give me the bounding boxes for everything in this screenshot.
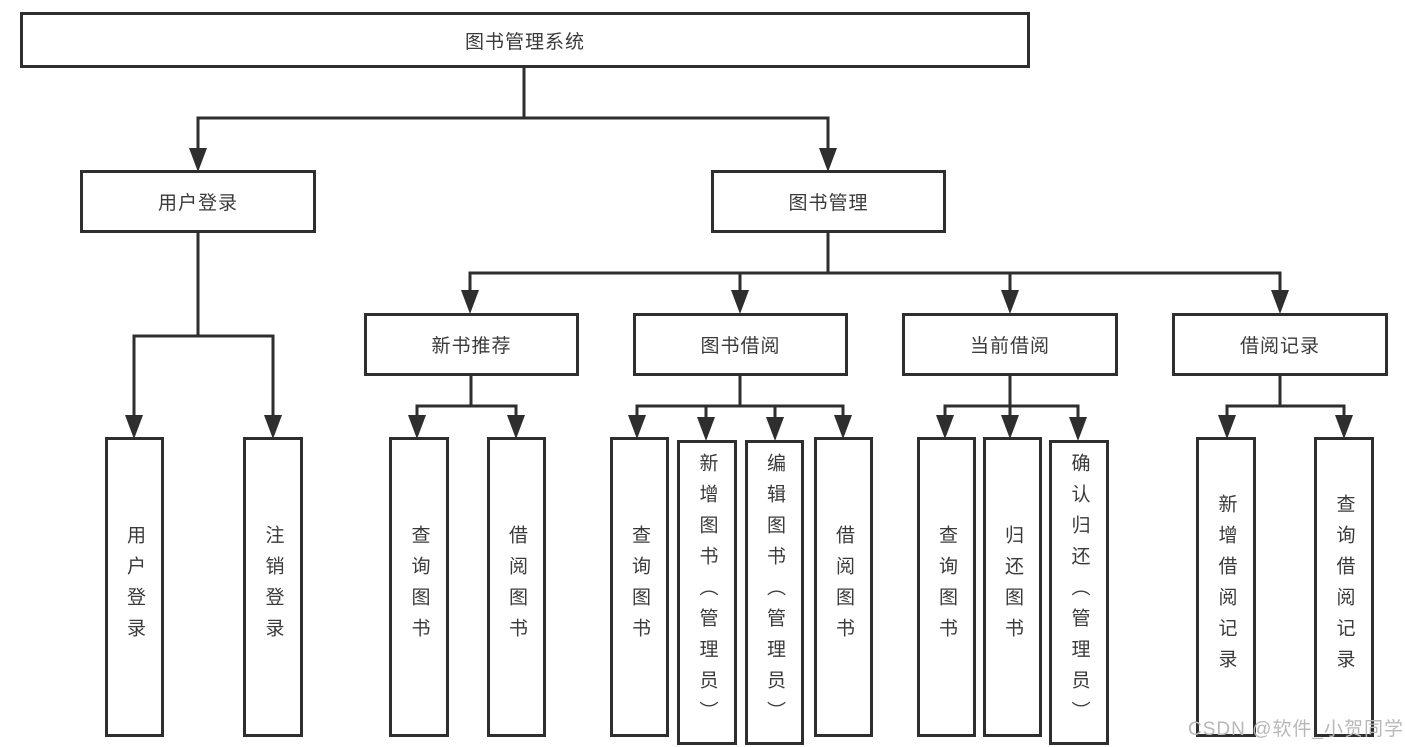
node-user-login: 用户登录 (80, 170, 316, 233)
node-book-management: 图书管理 (711, 170, 946, 233)
leaf-borrow-book: 借阅图书 (814, 437, 873, 737)
leaf-current-query-book: 查询图书 (917, 437, 976, 737)
leaf-recommend-borrow-book: 借阅图书 (487, 437, 546, 737)
csdn-watermark: CSDN @软件_小贺同学 (1188, 719, 1404, 740)
node-new-book-recommend: 新书推荐 (364, 313, 579, 376)
leaf-borrow-query-book: 查询图书 (610, 437, 669, 737)
leaf-user-login: 用户登录 (105, 437, 164, 737)
leaf-recommend-query-book: 查询图书 (389, 437, 449, 737)
arrowheads (125, 148, 1353, 441)
leaf-add-borrow-record: 新增借阅记录 (1196, 437, 1256, 737)
leaf-return-book: 归还图书 (983, 437, 1042, 737)
connector-stems (132, 66, 1346, 421)
leaf-query-borrow-record: 查询借阅记录 (1314, 437, 1374, 737)
leaf-logout-login: 注销登录 (243, 437, 303, 737)
leaf-add-book-admin: 新增图书（管理员） (677, 440, 737, 745)
leaf-confirm-return-admin: 确认归还（管理员） (1049, 440, 1109, 745)
leaf-edit-book-admin: 编辑图书（管理员） (745, 440, 804, 745)
node-book-borrow: 图书借阅 (633, 313, 848, 376)
node-current-borrow: 当前借阅 (902, 313, 1118, 376)
node-root: 图书管理系统 (20, 12, 1030, 68)
node-borrow-records: 借阅记录 (1172, 313, 1388, 376)
